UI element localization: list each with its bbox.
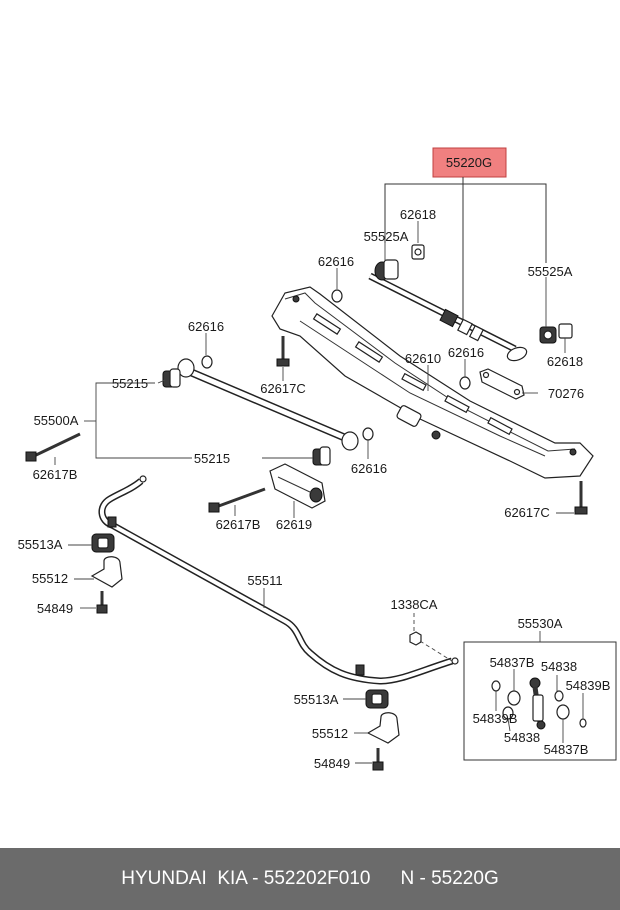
stabilizer-bar-55511	[98, 475, 459, 685]
part-label-62616-a[interactable]: 62616	[318, 254, 354, 269]
part-label-55512-bottom[interactable]: 55512	[312, 726, 348, 741]
bracket-62619	[269, 463, 326, 509]
part-label-62610[interactable]: 62610	[405, 351, 441, 366]
clamp-55512-bottom	[366, 712, 400, 744]
part-label-55511[interactable]: 55511	[247, 573, 282, 588]
part-label-55513A-bottom[interactable]: 55513A	[294, 692, 339, 707]
part-label-62616-c[interactable]: 62616	[448, 345, 484, 360]
part-label-54838-top[interactable]: 54838	[541, 659, 577, 674]
highlight-box[interactable]	[432, 147, 507, 178]
part-label-55525A-left[interactable]: 55525A	[364, 229, 409, 244]
part-label-54837B-bottom[interactable]: 54837B	[544, 742, 589, 757]
part-label-70276[interactable]: 70276	[548, 386, 584, 401]
part-label-55530A[interactable]: 55530A	[518, 616, 563, 631]
bolt-62617C-top	[276, 336, 290, 367]
bolt-54849-top	[96, 591, 108, 614]
leader-lines	[54, 221, 584, 764]
lower-control-arm	[177, 358, 359, 451]
bolt-62617B-mid	[208, 487, 266, 513]
part-label-55525A-right[interactable]: 55525A	[528, 264, 573, 279]
footer-group-code: N - 55220G	[400, 868, 499, 889]
bolt-62617C-right	[574, 481, 588, 515]
stabilizer-link-55530A	[491, 677, 587, 730]
bolt-54849-bottom	[372, 748, 384, 771]
part-label-54839B-right[interactable]: 54839B	[566, 678, 611, 693]
part-label-62619[interactable]: 62619	[276, 517, 312, 532]
part-label-62617B-left[interactable]: 62617B	[33, 467, 78, 482]
part-label-54849-top[interactable]: 54849	[37, 601, 73, 616]
washer-62618-top	[411, 244, 425, 260]
part-label-62618-right[interactable]: 62618	[547, 354, 583, 369]
upper-control-arm	[368, 272, 528, 362]
part-label-55215-bottom[interactable]: 55215	[194, 451, 230, 466]
part-label-55220G[interactable]: 55220G	[446, 155, 492, 170]
part-label-54838-bottom[interactable]: 54838	[504, 730, 540, 745]
washer-62618-right	[558, 323, 573, 339]
nut-1338CA	[409, 631, 422, 646]
crossmember-62610	[271, 286, 594, 479]
part-label-62618-top[interactable]: 62618	[400, 207, 436, 222]
part-labels: 62618 55525A 62616 55525A 62618 62616 62…	[18, 207, 611, 771]
bushing-55525A-right	[539, 326, 557, 344]
part-label-54837B-top[interactable]: 54837B	[490, 655, 535, 670]
part-label-62617C-right[interactable]: 62617C	[504, 505, 550, 520]
part-label-62616-b[interactable]: 62616	[188, 319, 224, 334]
part-label-1338CA[interactable]: 1338CA	[391, 597, 438, 612]
clamp-55512-top	[90, 556, 123, 588]
footer-bar: HYUNDAI KIA - 552202F010 N - 55220G	[0, 848, 620, 910]
part-label-55512-top[interactable]: 55512	[32, 571, 68, 586]
part-label-62616-d[interactable]: 62616	[351, 461, 387, 476]
part-label-62617C-top[interactable]: 62617C	[260, 381, 306, 396]
footer-part-number: HYUNDAI KIA - 552202F010	[121, 868, 371, 889]
part-label-55513A-top[interactable]: 55513A	[18, 537, 63, 552]
bushing-55513A-top	[91, 533, 115, 553]
bracket-70276	[479, 368, 525, 400]
part-label-55215-top[interactable]: 55215	[112, 376, 148, 391]
bushing-55513A-bottom	[365, 689, 389, 709]
bolt-62617B-left	[25, 432, 81, 462]
bushing-55215-bottom	[312, 446, 331, 466]
part-label-55500A[interactable]: 55500A	[34, 413, 79, 428]
bushing-55525A-left	[374, 259, 399, 281]
part-label-54849-bottom[interactable]: 54849	[314, 756, 350, 771]
bushing-55215-top	[162, 368, 181, 388]
part-label-62617B-mid[interactable]: 62617B	[216, 517, 261, 532]
part-label-54839B-left[interactable]: 54839B	[473, 711, 518, 726]
